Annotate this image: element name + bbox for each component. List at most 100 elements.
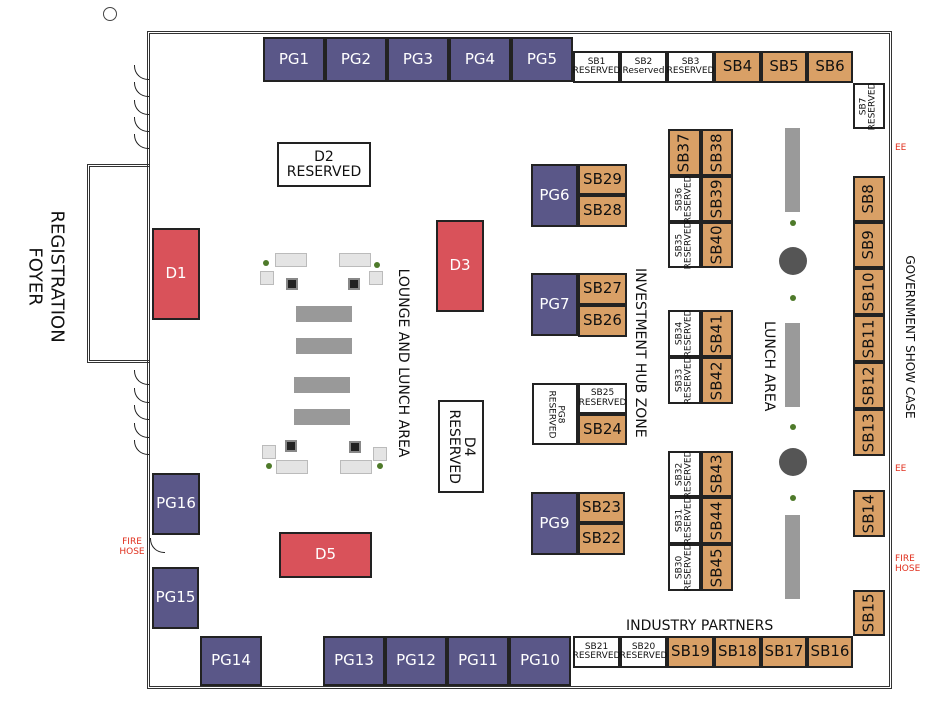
booth-d5[interactable]: D5 <box>279 532 372 578</box>
booth-status: RESERVED <box>683 496 694 545</box>
booth-pg5[interactable]: PG5 <box>511 37 573 82</box>
booth-pg3[interactable]: PG3 <box>387 37 449 82</box>
booth-pg6[interactable]: PG6 <box>531 164 578 227</box>
booth-sb8[interactable]: SB8 <box>853 176 885 222</box>
booth-label-group: SB19 <box>671 643 710 660</box>
booth-label-group: SB16 <box>811 643 850 660</box>
booth-pg9[interactable]: PG9 <box>531 492 578 555</box>
booth-sb27[interactable]: SB27 <box>578 273 627 305</box>
booth-sb18[interactable]: SB18 <box>714 636 761 668</box>
plant-icon <box>266 463 272 469</box>
booth-sb26[interactable]: SB26 <box>578 305 627 337</box>
booth-label-group: SB23 <box>582 497 621 516</box>
booth-label-group: SB15 <box>859 594 877 633</box>
booth-pg14[interactable]: PG14 <box>200 636 262 686</box>
booth-sb24[interactable]: SB24 <box>578 414 627 445</box>
booth-sb5[interactable]: SB5 <box>761 51 807 83</box>
booth-label-group: PG14 <box>211 651 251 670</box>
booth-label-group: PG1 <box>279 51 309 68</box>
booth-id: PG14 <box>211 651 251 670</box>
booth-sb40[interactable]: SB40 <box>701 222 733 268</box>
booth-label-group: PG15 <box>155 588 196 607</box>
door-icon <box>134 388 149 403</box>
booth-sb41[interactable]: SB41 <box>701 310 733 357</box>
booth-sb42[interactable]: SB42 <box>701 357 733 404</box>
booth-sb16[interactable]: SB16 <box>807 636 853 668</box>
booth-status: RESERVED <box>572 651 621 661</box>
booth-pg13[interactable]: PG13 <box>323 636 385 686</box>
booth-sb38[interactable]: SB38 <box>701 129 733 176</box>
booth-id: SB26 <box>583 311 622 330</box>
booth-pg10[interactable]: PG10 <box>509 636 571 686</box>
booth-pg16[interactable]: PG16 <box>152 473 200 535</box>
booth-sb14[interactable]: SB14 <box>853 490 885 537</box>
booth-sb15[interactable]: SB15 <box>853 590 885 636</box>
booth-id: SB8 <box>859 184 878 214</box>
booth-sb19[interactable]: SB19 <box>667 636 714 668</box>
booth-id: SB37 <box>674 133 693 172</box>
booth-d3[interactable]: D3 <box>436 220 484 312</box>
booth-pg1[interactable]: PG1 <box>263 37 325 82</box>
booth-sb12[interactable]: SB12 <box>853 362 885 409</box>
booth-pg12[interactable]: PG12 <box>385 636 447 686</box>
booth-pg15[interactable]: PG15 <box>152 567 199 629</box>
booth-pg7[interactable]: PG7 <box>531 273 578 336</box>
booth-sb23[interactable]: SB23 <box>578 492 625 523</box>
booth-sb22[interactable]: SB22 <box>578 523 625 555</box>
booth-id: PG15 <box>155 588 196 607</box>
booth-sb45[interactable]: SB45 <box>701 544 733 591</box>
booth-sb44[interactable]: SB44 <box>701 497 733 544</box>
booth-id: SB27 <box>583 279 622 298</box>
booth-sb10[interactable]: SB10 <box>853 268 885 315</box>
booth-sb9[interactable]: SB9 <box>853 222 885 268</box>
booth-label-group: SB43 <box>707 455 725 494</box>
booth-d1[interactable]: D1 <box>152 228 200 320</box>
booth-sb28[interactable]: SB28 <box>578 195 627 227</box>
booth-pg4[interactable]: PG4 <box>449 37 511 82</box>
booth-sb13[interactable]: SB13 <box>853 409 885 456</box>
booth-id: SB39 <box>707 179 726 219</box>
side-table <box>348 278 360 290</box>
booth-id: SB29 <box>583 169 622 188</box>
booth-pg2[interactable]: PG2 <box>325 37 387 82</box>
booth-label-group: SB5 <box>769 58 798 75</box>
booth-status: RESERVED <box>683 175 694 223</box>
booth-label-group: SB44 <box>707 501 725 540</box>
booth-id: SB14 <box>859 494 878 533</box>
booth-sb39[interactable]: SB39 <box>701 176 733 222</box>
plant-icon <box>790 220 796 226</box>
booth-sb37[interactable]: SB37 <box>668 129 701 176</box>
booth-sb29[interactable]: SB29 <box>578 164 627 195</box>
booth-pg11[interactable]: PG11 <box>447 636 509 686</box>
booth-sb11[interactable]: SB11 <box>853 315 885 362</box>
booth-sb4[interactable]: SB4 <box>714 51 761 83</box>
booth-sb43[interactable]: SB43 <box>701 451 733 497</box>
booth-sb6[interactable]: SB6 <box>807 51 853 83</box>
booth-sb17[interactable]: SB17 <box>761 636 807 668</box>
compass-icon <box>103 7 117 21</box>
booth-id: SB6 <box>815 57 845 76</box>
booth-label-group: SB38 <box>707 133 725 172</box>
booth-id: SB23 <box>582 497 621 516</box>
booth-id: SB3 <box>681 56 700 67</box>
